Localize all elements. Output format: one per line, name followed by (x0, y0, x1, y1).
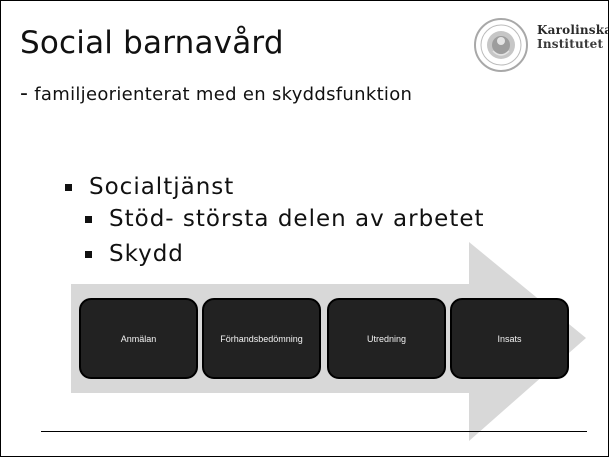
slide-subtitle: - familjeorienterat med en skyddsfunktio… (20, 79, 420, 110)
karolinska-seal-logo-icon (474, 18, 528, 72)
logo-wordmark: Karolinska Institutet (537, 23, 609, 51)
square-bullet-icon (85, 216, 92, 223)
subtitle-dash: - (20, 81, 29, 106)
process-step: Anmälan (79, 298, 198, 379)
logo-line-2: Institutet (537, 37, 604, 51)
bullet-text: Stöd- största delen av arbetet (109, 206, 485, 232)
bullet-text: Skydd (109, 241, 184, 267)
bullet-text: Socialtjänst (89, 174, 235, 200)
logo-line-1: Karolinska (537, 23, 609, 37)
process-step: Utredning (327, 298, 446, 379)
subtitle-text: familjeorienterat med en skyddsfunktion (34, 84, 413, 105)
process-step: Förhandsbedömning (202, 298, 321, 379)
footer-divider (41, 431, 587, 432)
bullet-item: Skydd (85, 239, 184, 269)
square-bullet-icon (65, 184, 72, 191)
slide-title: Social barnavård (20, 25, 284, 61)
bullet-item: Stöd- största delen av arbetet (85, 204, 485, 234)
process-step: Insats (450, 298, 569, 379)
square-bullet-icon (85, 251, 92, 258)
bullet-item: Socialtjänst (65, 172, 235, 202)
